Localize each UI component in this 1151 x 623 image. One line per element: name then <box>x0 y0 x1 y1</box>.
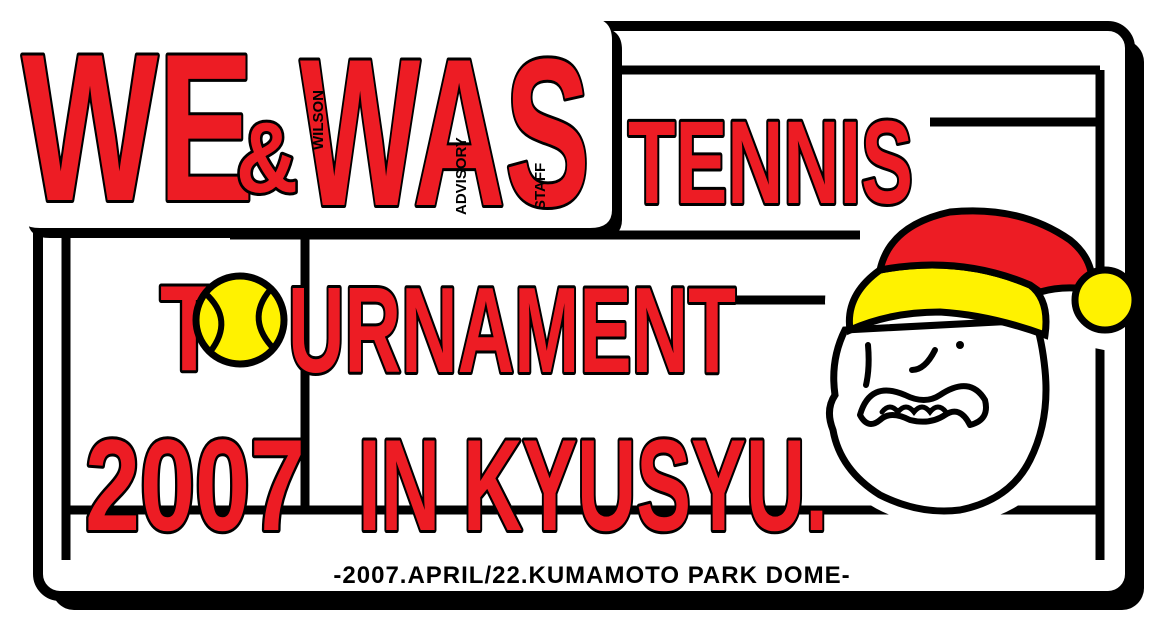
label-staff: STAFF <box>532 163 549 210</box>
title-tennis: TENNIS <box>628 97 913 229</box>
tennis-ball-icon <box>192 272 288 368</box>
label-wilson: WILSON <box>310 90 327 150</box>
title-tournament-rest: URNAMENT <box>288 262 736 398</box>
title-was: WAS <box>300 15 590 250</box>
label-advisory: ADVISORY <box>453 137 470 215</box>
title-plate <box>18 18 612 228</box>
title-we: WE <box>22 10 254 245</box>
title-place: IN KYUSYU. <box>358 412 828 558</box>
santa-face-icon <box>800 201 1139 526</box>
title-ampersand: & <box>236 102 298 214</box>
event-date-location: -2007.APRIL/22.KUMAMOTO PARK DOME- <box>333 562 850 589</box>
title-year: 2007 <box>85 412 305 558</box>
